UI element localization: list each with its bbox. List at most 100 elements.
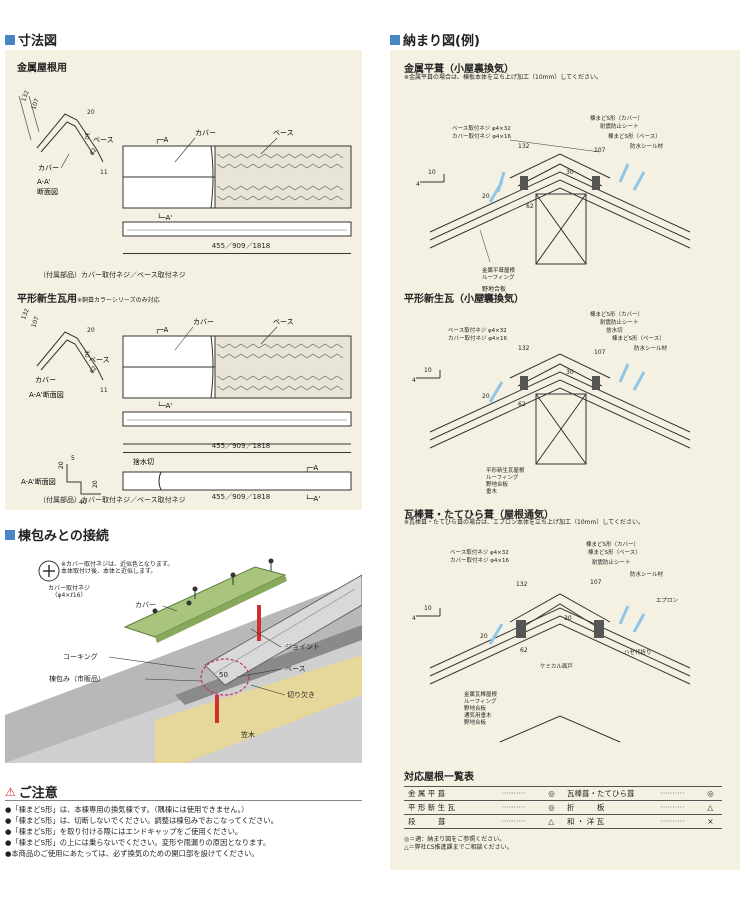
conn-dim-label: 50: [219, 671, 228, 679]
kawara-label-base-screw: ベース取付ネジ φ4×32: [450, 548, 509, 556]
section-square-icon: [5, 529, 15, 540]
cut-dim-20b: 20: [92, 480, 99, 488]
air-flow-arrows: [488, 163, 646, 203]
section-square-icon: [5, 34, 15, 45]
tile-plan-a2: └─A': [157, 401, 172, 410]
metal-roof-drawing: 132 107 20 30 62 11 カバー ベース A-A' 断面図 ┌─A…: [18, 89, 352, 237]
tile-label-cover-screw: カバー取付ネジ φ4×16: [448, 334, 507, 342]
metal-section-name: A-A': [37, 178, 51, 186]
cut-length: 455／909／1818: [211, 493, 271, 501]
compat-dots: ··········: [497, 800, 545, 815]
metal-label-cover-screw: カバー取付ネジ φ4×16: [452, 132, 511, 140]
kawara-label-chemical: ケミカル面戸: [540, 663, 573, 670]
metal-dim-107: 107: [594, 147, 606, 154]
tile-label-plywood: 野地合板: [486, 480, 509, 488]
tile-plan-a: ┌─A: [155, 326, 168, 334]
tile-label-rafter: 垂木: [486, 487, 498, 495]
warning-icon: ⚠: [5, 784, 16, 799]
screw-label: カバー取付ネジ （φ4×ℓ16）: [47, 585, 90, 599]
tile-section-base-label: ベース: [89, 356, 110, 364]
compat-dots: ··········: [656, 814, 704, 829]
compat-mark: ◎: [544, 786, 563, 801]
compat-dots: ··········: [656, 800, 704, 815]
kawara-dim-20: 20: [480, 633, 488, 640]
metal-label-cover: 棟まどS形（カバー）: [590, 114, 643, 122]
dim-20: 20: [87, 109, 95, 116]
assembly-metal-title: 金属平葺（小屋裏換気）: [404, 64, 514, 75]
cut-dim-40: 40: [79, 499, 87, 506]
dim-132: 132: [20, 89, 31, 102]
kawara-dim-4: 4: [412, 615, 416, 622]
conn-joint-label: ジョイント: [285, 643, 320, 651]
metal-section-name2: 断面図: [37, 187, 58, 196]
compat-dots: ··········: [656, 786, 704, 801]
kawara-dim-10: 10: [424, 605, 432, 612]
kawara-label-cover-screw: カバー取付ネジ φ4×16: [450, 556, 509, 564]
compat-roof-name: 金 属 平 葺: [404, 786, 498, 801]
tile-label-roof: 平形新生瓦屋根: [486, 466, 525, 474]
tile-length-line: [123, 452, 351, 453]
tile2-dim-132: 132: [518, 345, 530, 352]
screws: [152, 558, 274, 614]
metal-label-rafter: 垂木: [482, 294, 495, 301]
metal-section-base-label: ベース: [93, 136, 114, 144]
tile-label-sheet: 耐震防止シート: [600, 318, 639, 326]
kawara-dim-62: 62: [520, 647, 528, 654]
metal-label-sheet: 耐震防止シート: [600, 122, 639, 130]
section-title-connection: 棟包みとの接続: [5, 525, 109, 544]
cut-a2: └─A': [305, 494, 320, 503]
compat-roof-name: 瓦棒葺・たてひら葺: [562, 786, 657, 801]
metal-dim-20: 20: [482, 193, 490, 200]
tile2-dim-4: 4: [412, 377, 416, 384]
tile-roof-title: 平形新生瓦用※銅葺カラーシリーズのみ対応: [17, 294, 160, 305]
compat-mark: △: [544, 814, 563, 829]
dim-62: 62: [89, 147, 99, 157]
metal-dim-30: 30: [566, 169, 574, 176]
metal-dim-10: 10: [428, 169, 436, 176]
tile-dim-20: 20: [87, 327, 95, 334]
compat-table: 金 属 平 葺··········◎瓦棒葺・たてひら葺··········◎平 …: [404, 786, 722, 829]
metal-parts: （付属部品）カバー取付ネジ／ベース取付ネジ: [39, 271, 186, 279]
metal-dim-62: 62: [526, 203, 534, 210]
kawara-label-plywood2: 野地合板: [464, 718, 487, 726]
beam-shape: [155, 655, 362, 763]
metal-label-roof: 金属平葺屋根: [482, 266, 516, 274]
metal-plan-a2: └─A': [157, 213, 172, 222]
compat-roof-name: 和 ・ 洋 瓦: [562, 814, 657, 829]
caution-list: ●「棟まどS形」は、本棟専用の換気棟です。（隅棟には使用できません。） ●「棟ま…: [5, 804, 365, 859]
kawara-label-apron: エプロン: [656, 597, 679, 604]
caution-item: ●「棟まどS形」は、切断しないでください。調整は棟包みでおこなってください。: [5, 816, 278, 825]
kawara-label-sheet: 耐震防止シート: [592, 558, 631, 566]
tile-length: 455／909／1818: [211, 442, 271, 450]
assembly-tile-title: 平形新生瓦（小屋裏換気）: [404, 294, 524, 305]
cut-dim-20a: 20: [58, 461, 65, 469]
detail-circle: [200, 658, 250, 696]
metal-label-seal: 防水シール材: [630, 142, 664, 150]
dimensions-panel: 金属屋根用 132 107 20 30 62 11 カバー ベース A-A' 断…: [5, 50, 362, 510]
dim-107: 107: [30, 97, 41, 110]
red-marker-2: [215, 695, 219, 723]
tile-dim-30: 30: [83, 350, 90, 358]
metal-dim-4: 4: [416, 181, 420, 188]
tile2-dim-107: 107: [594, 349, 606, 356]
cut-section-name: A-A'断面図: [21, 477, 56, 486]
section-title-caution: ⚠ ご注意: [5, 784, 58, 802]
assembly-tile-drawing: 棟まどS形（カバー） 耐震防止シート 捨水切 棟まどS形（ベース） 防水シール材…: [412, 310, 691, 495]
conn-ridge-label: 棟包み（市販品）: [49, 675, 105, 683]
tile2-dim-62: 62: [518, 401, 526, 408]
tile-parts: （付属部品）カバー取付ネジ／ベース取付ネジ: [39, 496, 186, 504]
tile2-dim-10: 10: [424, 367, 432, 374]
kawara-label-fold: ハゼ代折り: [624, 648, 652, 656]
tile-label-roofing: ルーフィング: [486, 473, 519, 481]
conn-cut-label: 切り欠き: [287, 691, 315, 699]
compat-mark: ×: [703, 814, 722, 829]
tile-section-name: A-A'断面図: [29, 390, 64, 399]
kawara-label-vent-rafter: 通気用垂木: [464, 711, 492, 719]
kawara-label-roofing: ルーフィング: [464, 697, 497, 705]
dim-30: 30: [83, 132, 90, 140]
tile-dim-62: 62: [89, 365, 99, 375]
tile-label-base: 棟まどS形（ベース）: [612, 334, 665, 342]
compat-dots: ··········: [497, 814, 545, 829]
compat-roof-name: 平 形 新 生 瓦: [404, 800, 498, 815]
metal-side-view: [122, 221, 352, 237]
